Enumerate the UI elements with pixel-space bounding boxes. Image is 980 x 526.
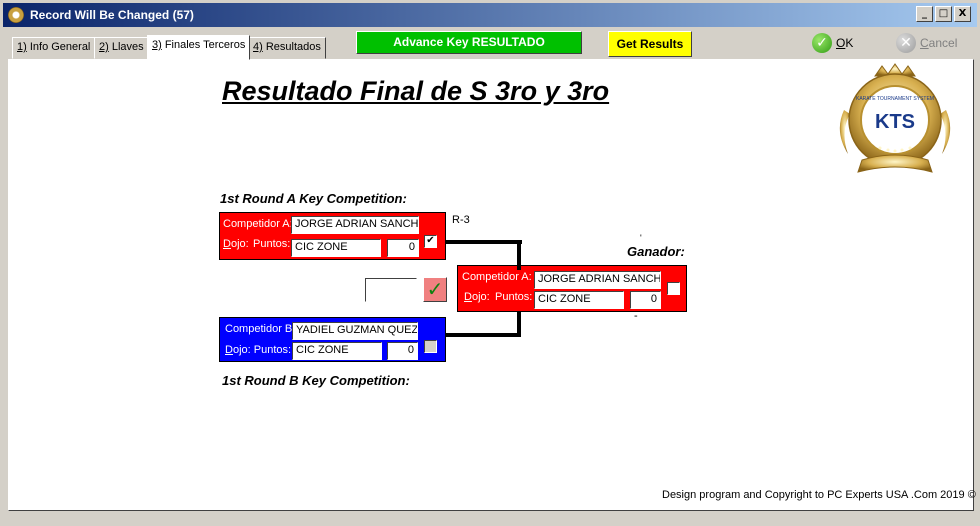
cancel-key: C bbox=[920, 36, 929, 50]
tab-llaves-label: Llaves bbox=[108, 41, 144, 53]
close-button[interactable]: X bbox=[954, 6, 971, 22]
tab-resultados-key: 4) bbox=[253, 41, 263, 53]
cancel-rest: ancel bbox=[928, 36, 958, 50]
bracket-line-top-vertical bbox=[517, 240, 521, 270]
competitor-a-dojo-key: D bbox=[223, 238, 231, 250]
round-a-label: 1st Round A Key Competition: bbox=[220, 191, 407, 206]
competitor-b-points-field[interactable]: 0 bbox=[387, 342, 418, 360]
dash-mark: - bbox=[634, 310, 638, 322]
bracket-line-bottom-vertical bbox=[517, 312, 521, 337]
tab-finales-terceros-key: 3) bbox=[152, 39, 162, 51]
winner-dojo-label: Dojo: bbox=[464, 291, 490, 303]
copyright-text: Design program and Copyright to PC Exper… bbox=[662, 489, 976, 501]
maximize-button[interactable]: □ bbox=[935, 6, 952, 22]
competitor-a-card: Competidor A: Dojo: Puntos: JORGE ADRIAN… bbox=[219, 212, 446, 260]
competitor-b-dojo-key: D bbox=[225, 344, 233, 356]
logo-ring-text: KARATE TOURNAMENT SYSTEM bbox=[856, 96, 934, 102]
tab-info-general[interactable]: 1) Info General bbox=[12, 37, 96, 59]
competitor-b-dojo-label: Dojo: Puntos: bbox=[225, 344, 291, 356]
score-input[interactable] bbox=[365, 278, 417, 302]
winner-checkbox[interactable] bbox=[667, 282, 680, 295]
logo-stars bbox=[878, 146, 912, 153]
winner-points-label: Puntos: bbox=[495, 291, 533, 303]
kts-crest-logo: KTS KARATE TOURNAMENT SYSTEM bbox=[839, 63, 951, 173]
winner-label: Competidor A: bbox=[462, 271, 532, 283]
x-circle-icon: ✕ bbox=[896, 33, 916, 53]
checkmark-icon: ✓ bbox=[426, 277, 444, 301]
round-b-label: 1st Round B Key Competition: bbox=[222, 373, 410, 388]
ok-label: OK bbox=[836, 36, 853, 50]
winner-dojo-rest: ojo: bbox=[471, 291, 490, 303]
competitor-a-points-field[interactable]: 0 bbox=[387, 239, 419, 257]
winner-points-field[interactable]: 0 bbox=[630, 291, 661, 309]
competitor-b-dojo-field[interactable]: CIC ZONE bbox=[292, 342, 382, 360]
title-bar[interactable]: Record Will Be Changed (57) _ □ X bbox=[3, 3, 977, 27]
competitor-a-dojo-label: Dojo: bbox=[223, 238, 249, 250]
minimize-button[interactable]: _ bbox=[916, 6, 933, 22]
ok-key: O bbox=[836, 36, 846, 50]
tab-info-general-label: Info General bbox=[26, 41, 91, 53]
window-controls: _ □ X bbox=[916, 6, 971, 22]
bracket-line-top bbox=[446, 240, 522, 244]
winner-dojo-key: D bbox=[464, 291, 472, 303]
get-results-button[interactable]: Get Results bbox=[608, 31, 692, 57]
tab-resultados[interactable]: 4) Resultados bbox=[248, 37, 326, 59]
confirm-button[interactable]: ✓ bbox=[423, 277, 447, 302]
competitor-a-dojo-field[interactable]: CIC ZONE bbox=[291, 239, 381, 257]
tab-finales-terceros-label: Finales Terceros bbox=[161, 39, 246, 51]
competitor-b-dojo-rest: ojo: Puntos: bbox=[232, 344, 292, 356]
tab-finales-terceros[interactable]: 3) Finales Terceros bbox=[147, 35, 251, 60]
check-circle-icon: ✓ bbox=[812, 33, 832, 53]
competitor-b-name-field[interactable]: YADIEL GUZMAN QUEZ bbox=[292, 322, 418, 340]
cancel-label: Cancel bbox=[920, 36, 957, 50]
competitor-a-name-field[interactable]: JORGE ADRIAN SANCH bbox=[291, 216, 419, 234]
app-icon bbox=[8, 7, 24, 23]
window-title: Record Will Be Changed (57) bbox=[30, 8, 194, 22]
competitor-a-dojo-rest: ojo: bbox=[230, 238, 249, 250]
page-title: Resultado Final de S 3ro y 3ro bbox=[222, 76, 610, 106]
tab-info-general-key: 1) bbox=[17, 41, 27, 53]
competitor-a-checkbox[interactable]: ✔ bbox=[424, 235, 437, 248]
winner-heading: Ganador: bbox=[627, 244, 685, 259]
bracket-line-bottom bbox=[446, 333, 521, 337]
competitor-b-card: Competidor B: Dojo: Puntos: YADIEL GUZMA… bbox=[219, 317, 446, 362]
ok-button[interactable]: ✓ OK bbox=[812, 31, 853, 55]
competitor-b-checkbox[interactable] bbox=[424, 340, 437, 353]
winner-dojo-field[interactable]: CIC ZONE bbox=[534, 291, 624, 309]
tick-mark: ' bbox=[640, 233, 642, 243]
ok-rest: K bbox=[845, 36, 854, 50]
round-tag: R-3 bbox=[452, 214, 470, 226]
tab-llaves[interactable]: 2) Llaves bbox=[94, 37, 149, 59]
winner-card: Competidor A: Dojo: Puntos: JORGE ADRIAN… bbox=[457, 265, 687, 312]
cancel-button[interactable]: ✕ Cancel bbox=[896, 31, 957, 55]
advance-key-button[interactable]: Advance Key RESULTADO bbox=[356, 31, 582, 54]
logo-text: KTS bbox=[875, 111, 915, 133]
competitor-a-label: Competidor A: bbox=[223, 218, 293, 230]
competitor-a-points-label: Puntos: bbox=[253, 238, 291, 250]
competitor-b-label: Competidor B: bbox=[225, 323, 296, 335]
winner-name-field[interactable]: JORGE ADRIAN SANCH bbox=[534, 271, 661, 289]
tab-llaves-key: 2) bbox=[99, 41, 109, 53]
tab-resultados-label: Resultados bbox=[262, 41, 321, 53]
